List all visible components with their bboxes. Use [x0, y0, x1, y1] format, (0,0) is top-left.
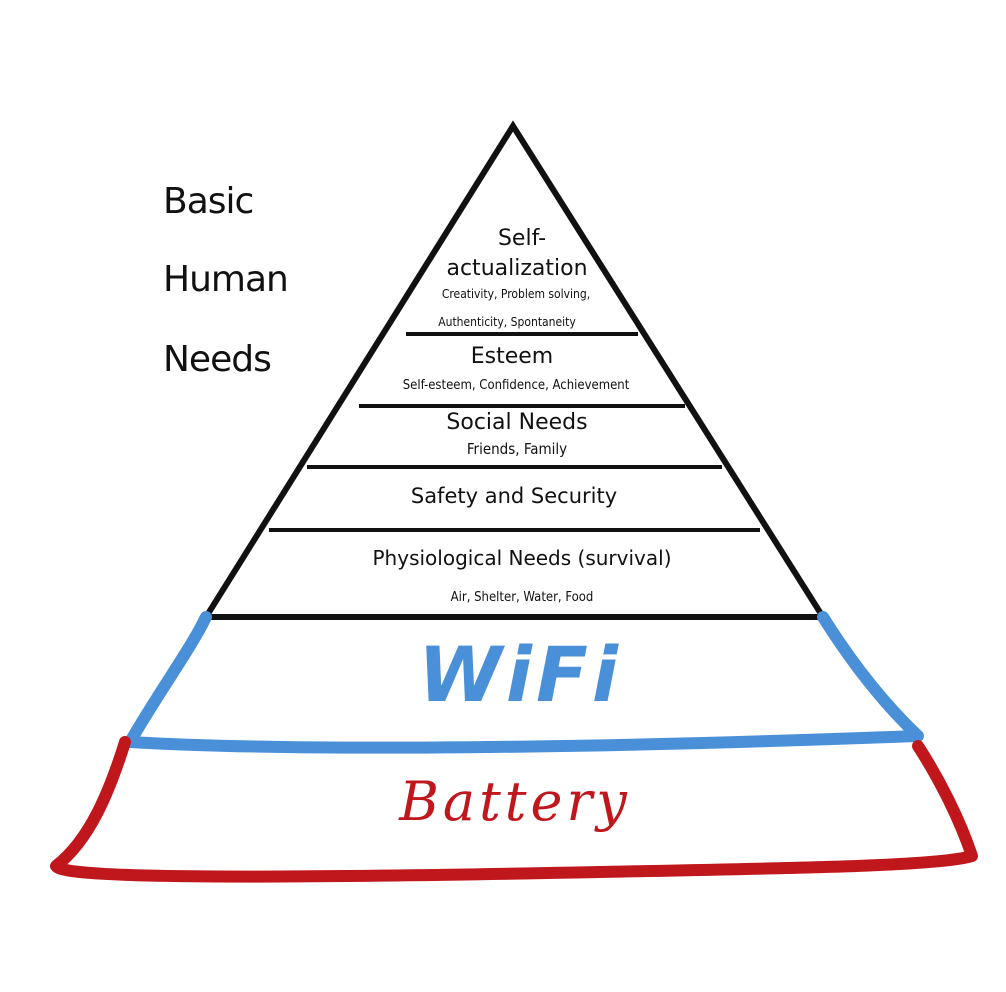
side-title-line-3: Needs — [163, 339, 272, 380]
wifi-label: WiFi — [418, 630, 622, 719]
side-title-line-1: Basic — [163, 181, 254, 222]
pyramid-outline — [200, 120, 829, 620]
self-actualization-detail-2: Authenticity, Spontaneity — [438, 315, 576, 329]
physiological-title: Physiological Needs (survival) — [372, 546, 672, 570]
esteem-title: Esteem — [470, 344, 554, 369]
esteem-detail: Self-esteem, Confidence, Achievement — [402, 378, 630, 393]
safety-title: Safety and Security — [410, 484, 618, 508]
self-actualization-title-1: Self- — [497, 226, 547, 251]
wifi-tier-outline — [124, 611, 924, 754]
battery-label: Battery — [399, 770, 631, 833]
battery-tier-outline — [50, 736, 978, 883]
self-actualization-detail-1: Creativity, Problem solving, — [441, 287, 591, 301]
physiological-detail: Air, Shelter, Water, Food — [450, 590, 594, 605]
social-needs-detail: Friends, Family — [466, 440, 568, 458]
social-needs-title: Social Needs — [446, 410, 588, 435]
side-title-line-2: Human — [163, 259, 289, 300]
self-actualization-title-2: actualization — [446, 256, 588, 281]
